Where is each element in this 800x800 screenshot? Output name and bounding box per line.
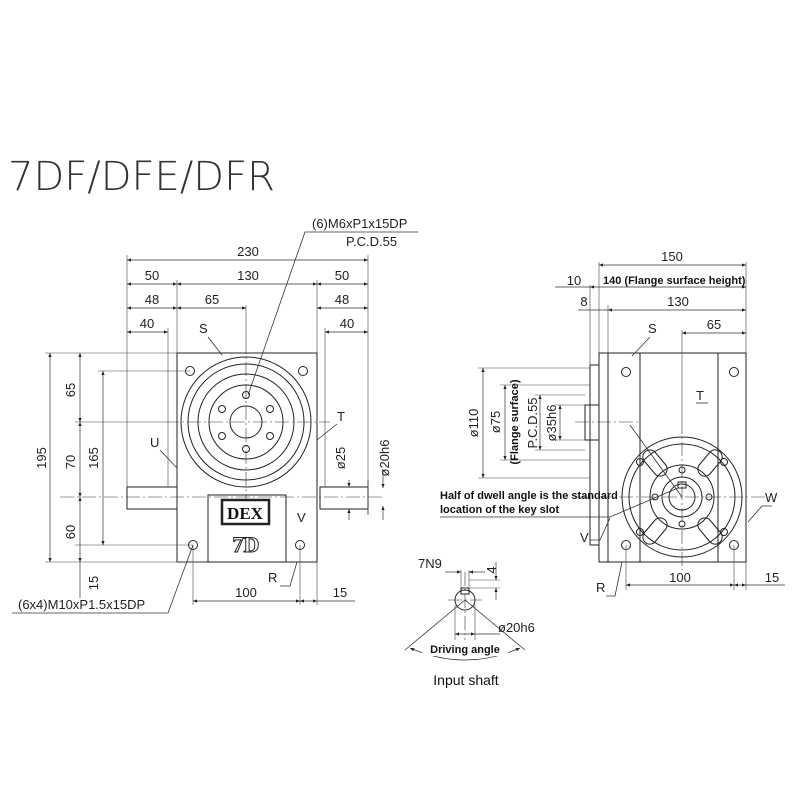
dim-8-side: 8 — [580, 294, 587, 309]
label-r-front: R — [268, 570, 277, 585]
dim-40-left: 40 — [140, 316, 154, 331]
dim-50-left: 50 — [145, 268, 159, 283]
dim-140-flange: 140 (Flange surface height) — [603, 275, 746, 287]
dim-10-side: 10 — [567, 273, 581, 288]
dim-phi75: ø75 — [488, 411, 503, 433]
dim-65-v: 65 — [63, 383, 78, 397]
model-badge-text: 7D — [233, 532, 260, 557]
side-corner-bolts — [621, 367, 739, 550]
side-flange-plate — [589, 364, 600, 546]
dim-phi20h6-input: ø20h6 — [498, 620, 535, 635]
dwell-note-line1: Half of dwell angle is the standard — [440, 490, 618, 502]
dim-70-v: 70 — [63, 455, 78, 469]
front-lower-block — [207, 494, 287, 563]
mount-callout-leader — [12, 544, 194, 614]
front-view: DEX 7D (6)M6xP1x15DP P.C.D.55 230 50 130… — [12, 216, 418, 614]
front-pcd-holes — [218, 391, 274, 453]
pcd-callout: P.C.D.55 — [346, 234, 397, 249]
dim-7n9: 7N9 — [418, 556, 442, 571]
driving-angle-label: Driving angle — [430, 644, 500, 656]
dim-230: 230 — [237, 244, 259, 259]
flange-surface-label: (Flange surface) — [509, 379, 521, 464]
mount-callout: (6x4)M10xP1.5x15DP — [18, 597, 145, 612]
dim-40-right: 40 — [340, 316, 354, 331]
label-s-front: S — [199, 321, 208, 336]
side-flange-plate-2 — [598, 352, 609, 563]
dim-165-v: 165 — [86, 447, 101, 469]
tap-callout: (6)M6xP1x15DP — [312, 216, 407, 231]
dim-phi35h6: ø35h6 — [544, 405, 559, 442]
dwell-note-line2: location of the key slot — [440, 504, 560, 516]
front-body-outline — [176, 352, 318, 563]
drawing-title: 7DF/DFE/DFR — [8, 154, 275, 200]
dim-phi25: ø25 — [333, 447, 348, 469]
dim-195: 195 — [34, 447, 49, 469]
dim-150: 150 — [661, 249, 683, 264]
side-hub — [584, 404, 600, 441]
tap-callout-leader — [247, 231, 418, 396]
dim-15-v: 15 — [86, 576, 101, 590]
label-u-front: U — [150, 435, 159, 450]
dex-logo-box — [220, 498, 271, 526]
dim-130-side: 130 — [667, 294, 689, 309]
dim-4: 4 — [484, 566, 499, 573]
dim-65: 65 — [205, 292, 219, 307]
dim-48-right: 48 — [335, 292, 349, 307]
dim-15-front: 15 — [333, 585, 347, 600]
dim-phi20h6-front: ø20h6 — [377, 440, 392, 477]
dex-logo-text: DEX — [227, 504, 264, 523]
dim-48-left: 48 — [145, 292, 159, 307]
side-view: 150 10 140 (Flange surface height) 8 130… — [440, 249, 785, 597]
driving-angle-arc — [409, 647, 521, 661]
side-body-outline — [607, 352, 747, 563]
label-t-side: T — [696, 388, 704, 403]
dim-100-side: 100 — [669, 570, 691, 585]
dim-130: 130 — [237, 268, 259, 283]
dim-phi110: ø110 — [466, 409, 481, 438]
label-s-side: S — [648, 321, 657, 336]
side-slot-pockets — [642, 449, 723, 545]
label-v-side: V — [580, 530, 589, 545]
dim-100-front: 100 — [235, 585, 257, 600]
dim-50-right: 50 — [335, 268, 349, 283]
front-right-shaft — [319, 486, 369, 510]
side-left-block — [607, 352, 641, 563]
label-v-front: V — [297, 510, 306, 525]
dim-15-side: 15 — [765, 570, 779, 585]
dim-pcd55-side: P.C.D.55 — [525, 397, 540, 448]
dim-60-v: 60 — [63, 525, 78, 539]
label-t-front: T — [337, 409, 345, 424]
label-r-side: R — [596, 580, 605, 595]
input-shaft-detail: 7N9 4 ø20h6 Driving angle Input shaft — [404, 556, 535, 688]
dim-65-side: 65 — [707, 317, 721, 332]
input-shaft-caption: Input shaft — [433, 672, 498, 688]
side-bolts — [636, 458, 728, 536]
front-left-shaft — [126, 486, 178, 510]
label-w-side: W — [765, 490, 778, 505]
